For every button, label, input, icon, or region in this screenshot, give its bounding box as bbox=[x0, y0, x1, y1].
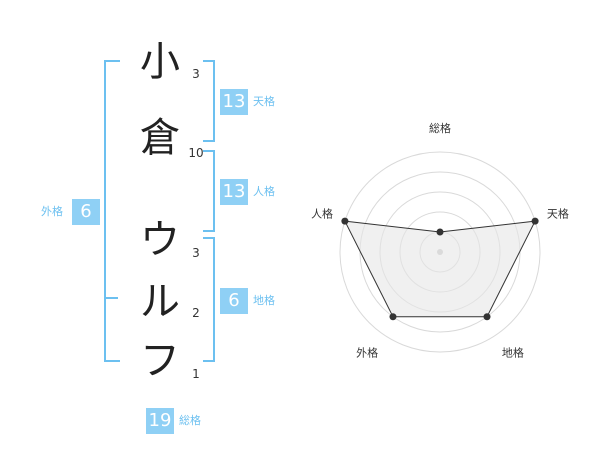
radar-axis-label-1: 総格 bbox=[429, 121, 451, 135]
tenkaku-value-badge: 13 bbox=[220, 89, 248, 115]
radar-point-5 bbox=[341, 217, 349, 225]
tenkaku-label: 天格 bbox=[253, 95, 275, 108]
radar-point-4 bbox=[389, 313, 397, 321]
radar-points bbox=[341, 217, 539, 321]
radar-grid-ring bbox=[339, 151, 541, 353]
gaikaku-bracket bbox=[104, 60, 120, 362]
gaikaku-bracket-divider bbox=[106, 297, 118, 299]
name-char-1: 小 bbox=[140, 39, 180, 85]
name-char-5: フ bbox=[140, 338, 180, 384]
radar-axis-label-2: 天格 bbox=[547, 207, 569, 221]
tenkaku-bracket bbox=[203, 60, 215, 142]
stroke-count-4: 2 bbox=[192, 306, 200, 320]
jinkaku-bracket bbox=[203, 150, 215, 232]
radar-axis-label-3: 地格 bbox=[502, 345, 524, 359]
jinkaku-label: 人格 bbox=[253, 185, 275, 198]
radar-value-polygon bbox=[344, 220, 536, 318]
soukaku-value-badge: 19 bbox=[146, 408, 174, 434]
gaikaku-label: 外格 bbox=[41, 205, 63, 218]
radar-point-2 bbox=[531, 217, 539, 225]
radar-point-1 bbox=[436, 228, 444, 236]
radar-point-3 bbox=[483, 313, 491, 321]
jinkaku-value-badge: 13 bbox=[220, 179, 248, 205]
stroke-count-2: 10 bbox=[188, 146, 204, 160]
name-char-4: ル bbox=[140, 279, 180, 325]
chikaku-bracket bbox=[203, 237, 215, 362]
soukaku-label: 総格 bbox=[179, 414, 201, 427]
gaikaku-value-badge: 6 bbox=[72, 199, 100, 225]
stroke-count-3: 3 bbox=[192, 246, 200, 260]
name-char-2: 倉 bbox=[140, 115, 180, 161]
radar-axis-label-4: 外格 bbox=[356, 345, 378, 359]
stroke-count-5: 1 bbox=[192, 367, 200, 381]
chikaku-value-badge: 6 bbox=[220, 288, 248, 314]
radar-axis-label-5: 人格 bbox=[311, 207, 333, 221]
name-char-3: ウ bbox=[140, 217, 180, 263]
stroke-count-1: 3 bbox=[192, 67, 200, 81]
chikaku-label: 地格 bbox=[253, 294, 275, 307]
